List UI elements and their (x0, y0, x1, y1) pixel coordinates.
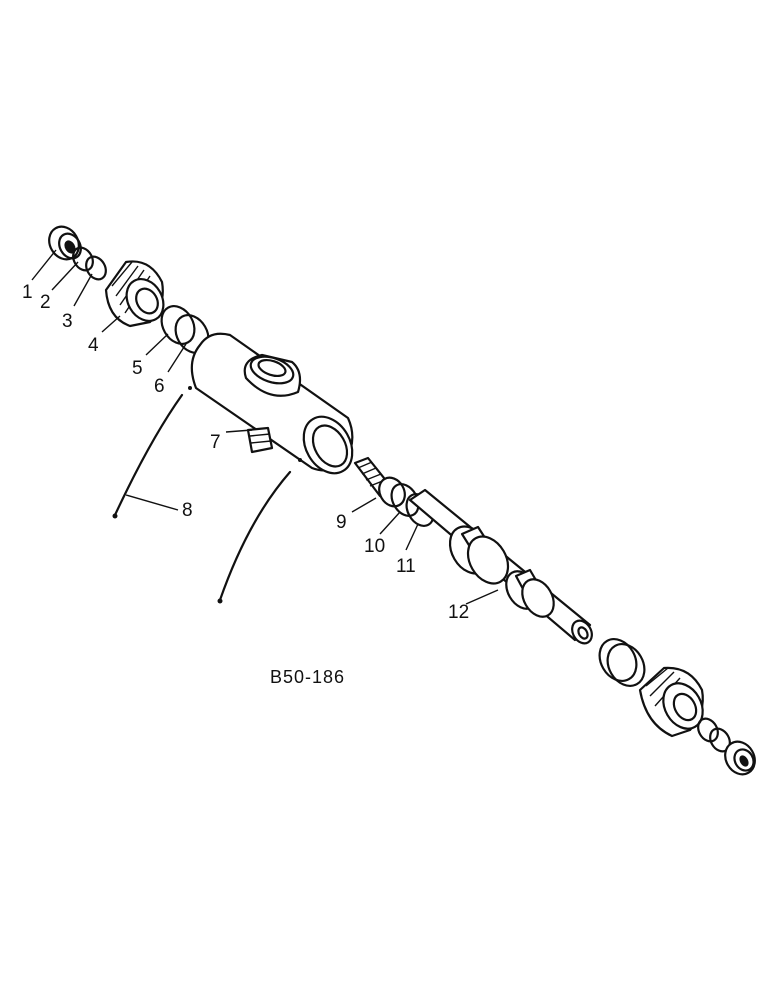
part-2-o-ring (72, 246, 94, 272)
callout-10: 10 (364, 536, 385, 557)
lower-end-cap (724, 740, 756, 776)
callout-11: 11 (396, 556, 416, 577)
callout-7: 7 (210, 432, 221, 453)
part-1-end-cap (48, 225, 82, 261)
lower-ring (598, 638, 646, 687)
part-8-wire-retainer (112, 393, 292, 604)
part-3-o-ring (85, 255, 107, 281)
part-7-valve-body (188, 332, 354, 475)
callout-12: 12 (448, 602, 469, 623)
figure-reference: B50-186 (270, 667, 345, 687)
callout-3: 3 (62, 311, 73, 332)
callout-9: 9 (336, 512, 347, 533)
callout-2: 2 (40, 292, 51, 313)
leader-lines (31, 249, 499, 605)
callouts: 1 2 3 4 5 6 7 8 9 10 11 12 (22, 282, 469, 623)
part-5-o-ring (160, 305, 196, 345)
callout-1: 1 (22, 282, 33, 303)
callout-8: 8 (182, 500, 193, 521)
part-12-spool (408, 488, 593, 645)
part-4-gland (104, 260, 165, 328)
callout-6: 6 (154, 376, 165, 397)
callout-5: 5 (132, 358, 143, 379)
lower-gland (638, 666, 704, 738)
callout-4: 4 (88, 335, 99, 356)
